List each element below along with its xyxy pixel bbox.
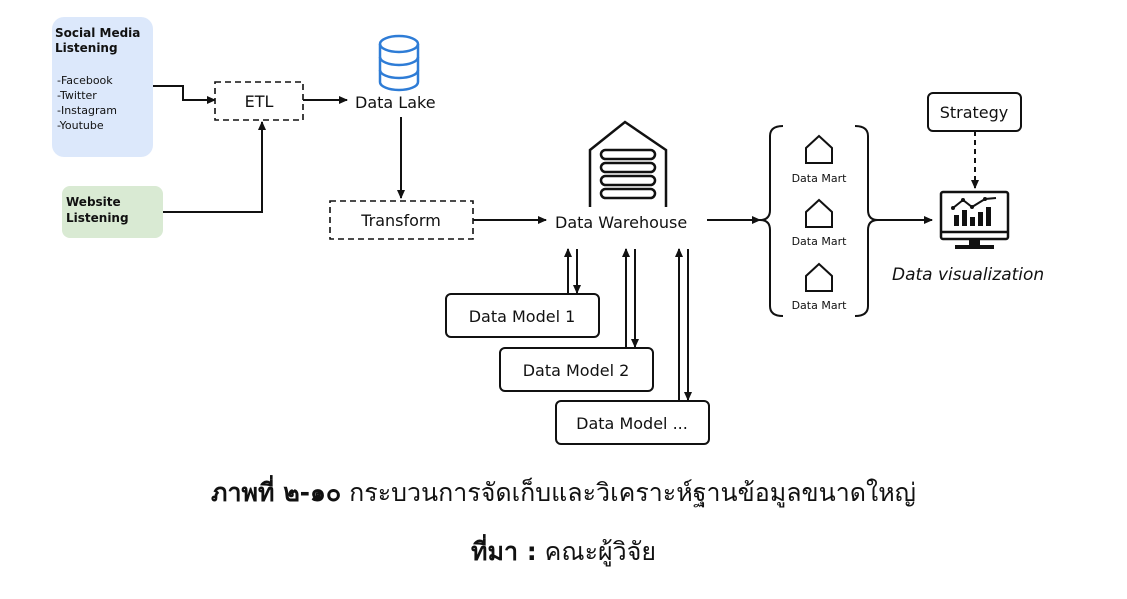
source-text: คณะผู้วิจัย xyxy=(544,537,656,566)
etl-label: ETL xyxy=(245,92,274,111)
strategy-node: Strategy xyxy=(927,92,1022,132)
data-warehouse-label: Data Warehouse xyxy=(555,213,687,232)
data-mart-2-label: Data Mart xyxy=(792,235,848,248)
figure-text: กระบวนการจัดเก็บและวิเคราะห์ฐานข้อมูลขนา… xyxy=(349,478,916,507)
social-media-box-bg xyxy=(52,17,153,157)
figure-caption: ภาพที่ ๒-๑๐ กระบวนการจัดเก็บและวิเคราะห์… xyxy=(0,473,1127,513)
data-model-2: Data Model 2 xyxy=(499,347,654,392)
data-model-3: Data Model ... xyxy=(555,400,710,445)
source-caption: ที่มา : คณะผู้วิจัย xyxy=(0,532,1127,572)
house-icon xyxy=(805,262,833,292)
data-mart-3: Data Mart xyxy=(792,262,848,312)
data-visualization-label: Data visualization xyxy=(892,265,1044,285)
data-model-3-label: Data Model ... xyxy=(576,414,688,433)
datamart-right-brace xyxy=(854,125,879,317)
source-label: ที่มา : xyxy=(471,537,537,566)
data-lake-label: Data Lake xyxy=(355,93,436,112)
social-item-instagram: -Instagram xyxy=(57,104,117,117)
data-model-1: Data Model 1 xyxy=(445,293,600,338)
house-icon xyxy=(805,198,833,228)
transform-label: Transform xyxy=(360,211,441,230)
data-mart-1-label: Data Mart xyxy=(792,172,848,185)
arrow-social-to-etl xyxy=(153,85,216,104)
social-item-facebook: -Facebook xyxy=(57,74,113,87)
social-item-twitter: -Twitter xyxy=(57,89,97,102)
social-media-title-line1: Social Media xyxy=(55,26,140,40)
data-mart-3-label: Data Mart xyxy=(792,299,848,312)
data-model-2-label: Data Model 2 xyxy=(523,361,630,380)
monitor-chart-icon xyxy=(939,190,1010,249)
data-mart-2: Data Mart xyxy=(792,198,848,248)
figure-label: ภาพที่ ๒-๑๐ xyxy=(211,478,342,507)
social-media-title-line2: Listening xyxy=(55,41,118,55)
warehouse-icon xyxy=(588,120,668,207)
website-listening-box: Website Listening xyxy=(62,186,163,238)
website-title-line1: Website xyxy=(66,195,121,209)
website-title-line2: Listening xyxy=(66,211,129,225)
data-mart-1: Data Mart xyxy=(792,134,848,185)
transform-node: Transform xyxy=(329,200,474,240)
social-media-listening-box: Social Media Listening -Facebook -Twitte… xyxy=(52,17,153,157)
house-icon xyxy=(805,134,833,164)
data-model-1-label: Data Model 1 xyxy=(469,307,576,326)
etl-node: ETL xyxy=(214,81,304,121)
database-icon xyxy=(378,34,420,92)
social-item-youtube: -Youtube xyxy=(57,119,104,132)
arrow-website-to-etl xyxy=(163,121,266,213)
website-box-bg xyxy=(62,186,163,238)
datamart-left-brace xyxy=(759,125,784,317)
strategy-label: Strategy xyxy=(940,103,1009,122)
